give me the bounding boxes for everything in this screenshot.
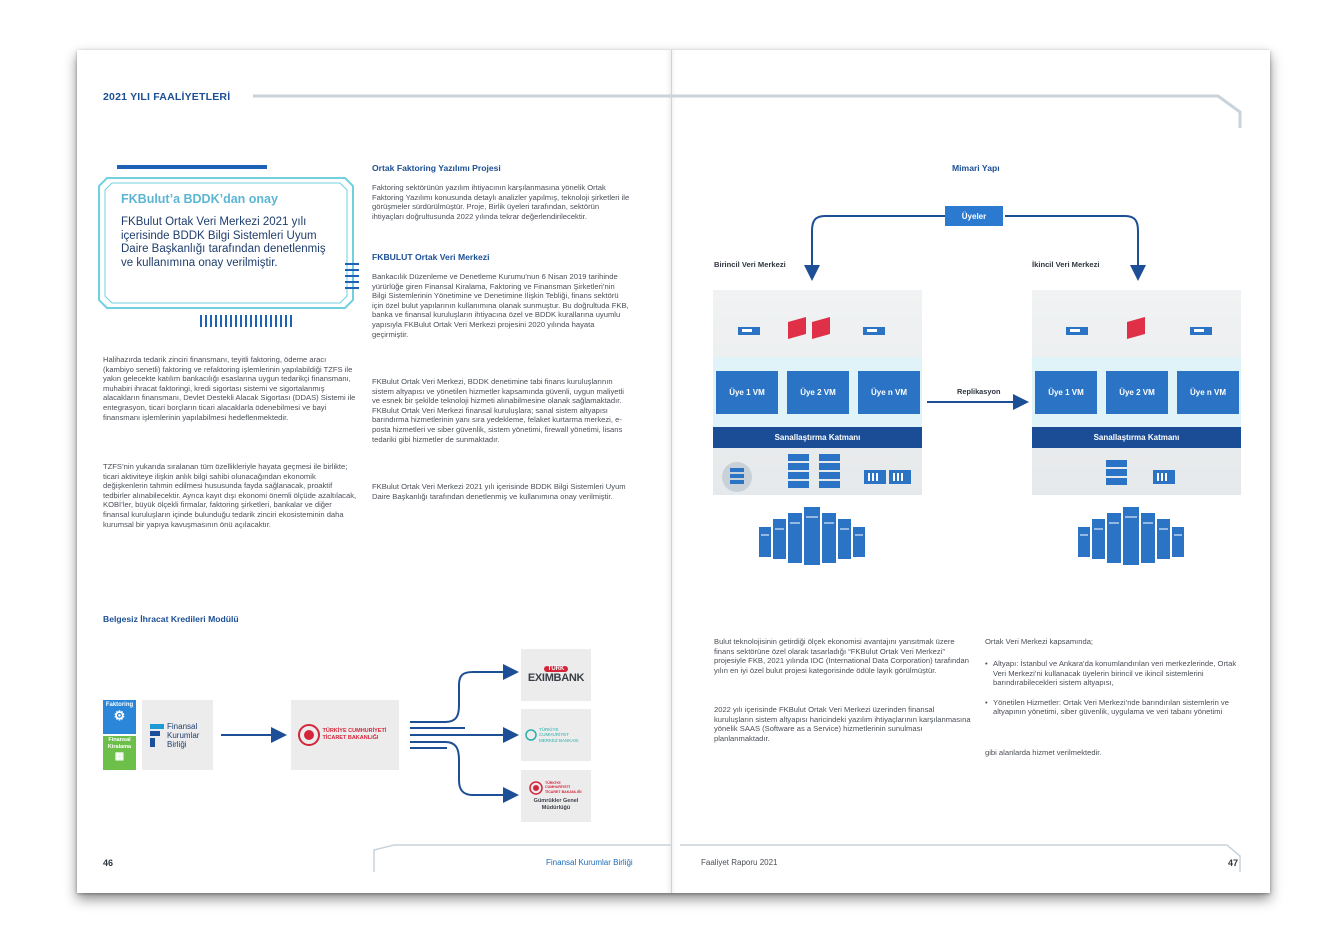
- callout-frame: [98, 165, 359, 327]
- customs-ministry-name: TÜRKİYE CUMHURİYETİ TİCARET BAKANLIĞI: [545, 780, 582, 794]
- secondary-server-rack-icon: [1078, 507, 1184, 565]
- ministry-logo-box: TÜRKİYE CUMHURİYETİ TİCARET BAKANLIĞI: [291, 700, 399, 770]
- flow-arrows: [221, 664, 519, 803]
- primary-vm-n: Üye n VM: [858, 371, 920, 414]
- fkb-logo-mark: [150, 724, 164, 747]
- gears-icon: ⚙: [113, 708, 126, 723]
- primary-vm-1: Üye 1 VM: [716, 371, 778, 414]
- kiralama-label: Finansal Kiralama: [107, 737, 132, 750]
- customs-logo-box: TÜRKİYE CUMHURİYETİ TİCARET BAKANLIĞI Gü…: [521, 770, 591, 822]
- central-bank-emblem-icon: [525, 729, 537, 741]
- page-number-right: 47: [1228, 858, 1239, 868]
- heading-ortak-faktoring: Ortak Faktoring Yazılımı Projesi: [372, 163, 501, 173]
- right-paragraph-2: 2022 yılı içerisinde FKBulut Ortak Veri …: [714, 705, 971, 743]
- heading-fkbulut: FKBULUT Ortak Veri Merkezi: [372, 252, 490, 262]
- users-arrows: [804, 215, 1146, 281]
- primary-server-rack-icon: [759, 507, 865, 565]
- page-frame-lines: [253, 94, 1242, 872]
- fkb-logo-box: Finansal Kurumlar Birliği: [142, 700, 213, 770]
- fkb-logo-text: Finansal Kurumlar Birliği: [167, 721, 200, 749]
- scope-closing: gibi alanlarda hizmet verilmektedir.: [985, 748, 1102, 757]
- customs-name: Gümrükler Genel Müdürlüğü: [533, 797, 579, 811]
- primary-storage-devices: [722, 454, 911, 492]
- primary-network-devices: [738, 317, 885, 339]
- page-fold: [671, 50, 672, 893]
- customs-seal-icon: [529, 780, 543, 795]
- faktoring-badge: Faktoring ⚙: [103, 700, 136, 734]
- secondary-vm-2: Üye 2 VM: [1106, 371, 1168, 414]
- secondary-network-devices: [1066, 317, 1212, 339]
- diagram-title: Mimari Yapı: [952, 163, 1000, 173]
- central-bank-name: TÜRKİYE CUMHURİYET MERKEZ BANKASI: [539, 726, 579, 743]
- primary-vm-2: Üye 2 VM: [787, 371, 849, 414]
- secondary-vm-n: Üye n VM: [1177, 371, 1239, 414]
- section-title: 2021 YILI FAALİYETLERİ: [103, 91, 231, 103]
- primary-dc-label: Birincil Veri Merkezi: [714, 260, 786, 269]
- replication-arrow: [927, 394, 1029, 410]
- callout-heading: FKBulut’a BDDK’dan onay: [121, 192, 278, 206]
- module-title: Belgesiz İhracat Kredileri Modülü: [103, 614, 239, 624]
- callout-text: FKBulut Ortak Veri Merkezi 2021 yılı içe…: [121, 216, 326, 269]
- kiralama-badge: Finansal Kiralama ▦: [103, 736, 136, 770]
- paragraph-ortak-faktoring: Faktoring sektörünün yazılım ihtiyacının…: [372, 183, 630, 221]
- eximbank-logo-box: TÜRK EXIMBANK: [521, 649, 591, 701]
- paragraph-fkbulut-2: FKBulut Ortak Veri Merkezi, BDDK denetim…: [372, 377, 624, 444]
- scope-intro: Ortak Veri Merkezi kapsamında;: [985, 637, 1094, 646]
- eximbank-name: EXIMBANK: [527, 672, 585, 684]
- footer-right: Faaliyet Raporu 2021: [701, 858, 778, 867]
- primary-virtualization-layer: Sanallaştırma Katmanı: [713, 427, 922, 448]
- secondary-dc-label: İkincil Veri Merkezi: [1032, 260, 1100, 269]
- secondary-storage-devices: [1106, 460, 1175, 485]
- scope-item: Altyapı: İstanbul ve Ankara’da konumland…: [985, 659, 1240, 688]
- footer-left: Finansal Kurumlar Birliği: [546, 858, 633, 867]
- paragraph-fkbulut-1: Bankacılık Düzenleme ve Denetleme Kurumu…: [372, 272, 629, 339]
- intro-paragraph-2: TZFS’nin yukarıda sıralanan tüm özellikl…: [103, 462, 357, 529]
- scope-list: Altyapı: İstanbul ve Ankara’da konumland…: [985, 659, 1240, 717]
- paragraph-fkbulut-3: FKBulut Ortak Veri Merkezi 2021 yılı içe…: [372, 482, 626, 501]
- faktoring-label: Faktoring: [105, 702, 134, 708]
- intro-paragraph-1: Halihazırda tedarik zinciri finansmanı, …: [103, 355, 356, 422]
- central-bank-logo-box: TÜRKİYE CUMHURİYET MERKEZ BANKASI: [521, 709, 591, 761]
- ministry-name: TÜRKİYE CUMHURİYETİ TİCARET BAKANLIĞI: [322, 728, 387, 741]
- right-paragraph-1: Bulut teknolojisinin getirdiği ölçek eko…: [714, 637, 969, 675]
- building-icon: ▦: [114, 751, 125, 762]
- eximbank-turk: TÜRK: [543, 666, 569, 672]
- replication-label: Replikasyon: [957, 387, 1001, 396]
- scope-item: Yönetilen Hizmetler: Ortak Veri Merkezi’…: [985, 698, 1240, 717]
- secondary-virtualization-layer: Sanallaştırma Katmanı: [1032, 427, 1241, 448]
- page-number-left: 46: [103, 858, 114, 868]
- ministry-seal-icon: [297, 724, 320, 746]
- users-node: Üyeler: [945, 206, 1003, 226]
- secondary-vm-1: Üye 1 VM: [1035, 371, 1097, 414]
